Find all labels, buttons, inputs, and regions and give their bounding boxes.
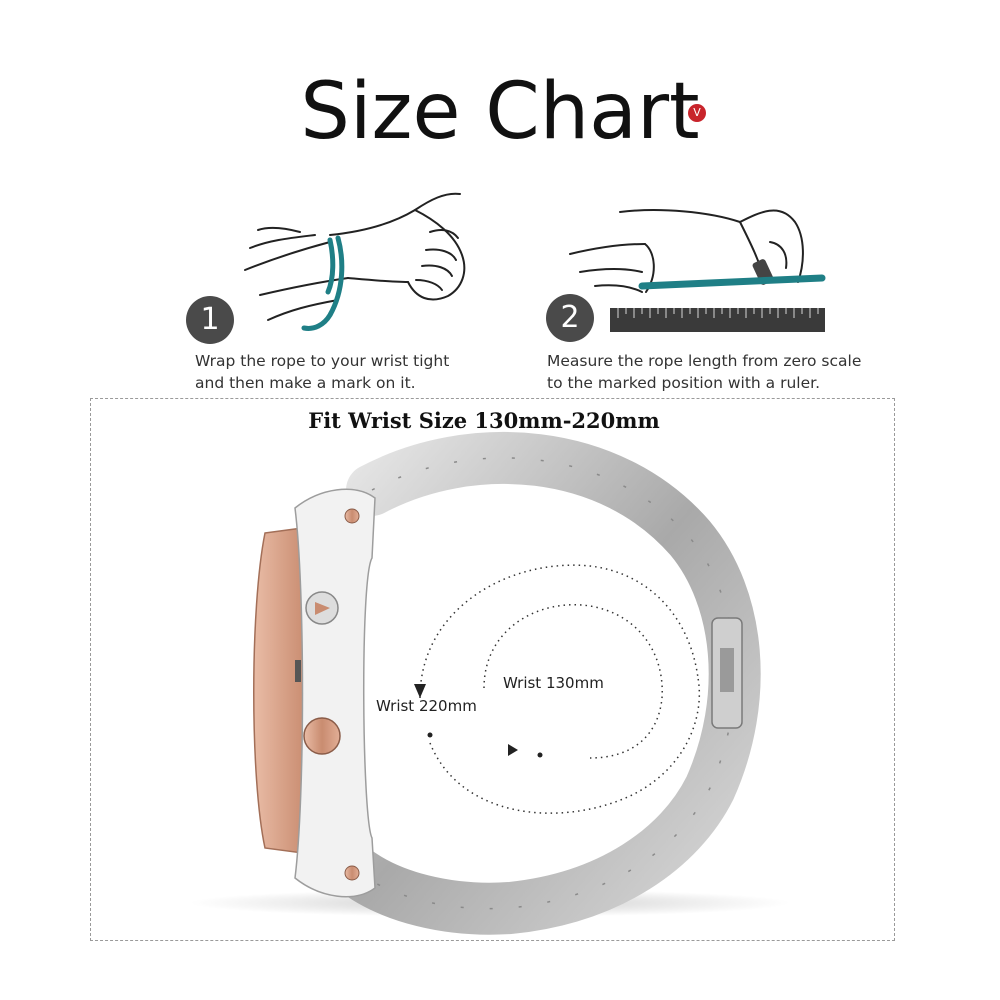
smartwatch-band-icon	[190, 431, 790, 935]
fit-size-panel	[90, 398, 895, 941]
wrist-220-label: Wrist 220mm	[376, 697, 477, 715]
step-2-badge: 2	[546, 294, 594, 342]
step-1-badge: 1	[186, 296, 234, 344]
ruler-measure-icon	[569, 209, 826, 332]
wrist-130-label: Wrist 130mm	[503, 674, 604, 692]
step-1-instructions: Wrap the rope to your wrist tight and th…	[195, 350, 449, 394]
step-1-line-2: and then make a mark on it.	[195, 374, 416, 392]
page-title: Size Chart	[300, 67, 700, 157]
hand-wrap-icon	[244, 192, 466, 331]
step-2-instructions: Measure the rope length from zero scale …	[547, 350, 861, 394]
step-2-line-2: to the marked position with a ruler.	[547, 374, 821, 392]
brand-logo-icon: V	[688, 104, 706, 122]
step-1-line-1: Wrap the rope to your wrist tight	[195, 352, 450, 370]
step-2-line-1: Measure the rope length from zero scale	[547, 352, 862, 370]
fit-size-title: Fit Wrist Size 130mm-220mm	[308, 408, 660, 433]
